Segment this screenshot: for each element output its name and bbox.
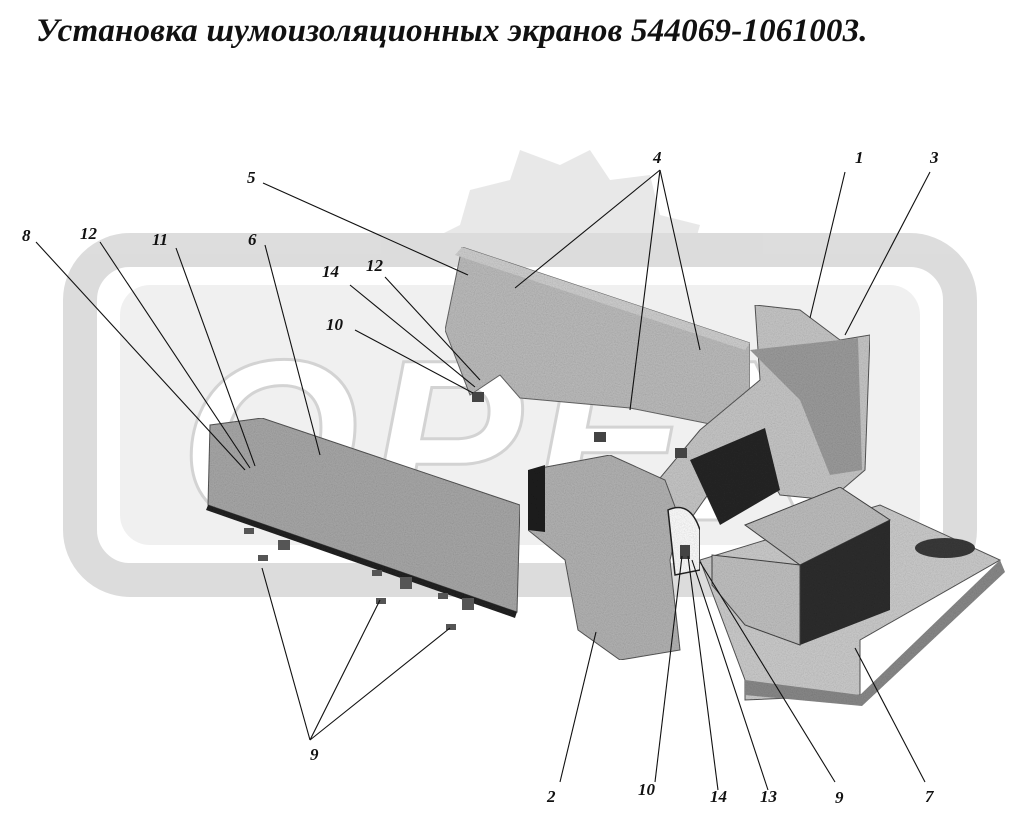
leader-8 bbox=[35, 241, 246, 471]
leader-4c bbox=[659, 169, 701, 351]
callout-4: 4 bbox=[652, 148, 662, 167]
leader-5 bbox=[262, 182, 469, 276]
part-7-floor-screen bbox=[699, 486, 1005, 706]
leader-10b bbox=[654, 555, 683, 783]
watermark-frame bbox=[63, 233, 977, 597]
callout-labels: 4 1 3 5 14 12 10 8 12 11 6 9 2 10 14 13 … bbox=[22, 148, 939, 807]
callout-9-right: 9 bbox=[835, 788, 844, 807]
leader-14b bbox=[687, 555, 719, 791]
callout-6: 6 bbox=[248, 230, 257, 249]
callout-8: 8 bbox=[22, 226, 31, 245]
callout-10-lower: 10 bbox=[638, 780, 656, 799]
callout-11: 11 bbox=[152, 230, 168, 249]
callout-5: 5 bbox=[247, 168, 256, 187]
callout-14-lower: 14 bbox=[710, 787, 727, 806]
leader-10a bbox=[354, 329, 474, 394]
callout-3: 3 bbox=[929, 148, 939, 167]
leader-lines bbox=[35, 169, 931, 791]
leader-7 bbox=[854, 647, 926, 783]
fastener-cluster-center bbox=[472, 392, 690, 559]
callout-9-left: 9 bbox=[310, 745, 319, 764]
diagram-title: Установка шумоизоляционных экранов 54406… bbox=[36, 13, 868, 49]
part-9-fastener-set-left bbox=[244, 528, 474, 630]
leader-9d bbox=[699, 561, 836, 783]
leader-2 bbox=[559, 631, 597, 783]
leader-4a bbox=[514, 169, 661, 289]
leader-12a bbox=[384, 276, 481, 381]
callout-2: 2 bbox=[546, 787, 556, 806]
leader-12b bbox=[691, 559, 769, 791]
leader-13 bbox=[99, 241, 251, 469]
part-1-3-front-tunnel-screen bbox=[659, 304, 871, 525]
callout-14-upper: 14 bbox=[322, 262, 339, 281]
callout-10-upper: 10 bbox=[326, 315, 344, 334]
part-2-lower-tunnel-screen bbox=[527, 454, 701, 661]
leader-1 bbox=[809, 171, 846, 319]
leader-6 bbox=[264, 244, 321, 456]
leader-9b bbox=[309, 599, 381, 741]
leader-4b bbox=[629, 169, 661, 411]
leader-3 bbox=[844, 171, 931, 336]
callout-1: 1 bbox=[855, 148, 864, 167]
callout-13: 12 bbox=[80, 224, 98, 243]
leader-14a bbox=[349, 284, 476, 388]
part-6-left-side-screen bbox=[206, 417, 521, 618]
callout-12-lower: 13 bbox=[760, 787, 778, 806]
callout-12-upper: 12 bbox=[366, 256, 384, 275]
leader-9a bbox=[261, 567, 311, 741]
leader-9c bbox=[309, 627, 451, 741]
leader-11 bbox=[175, 247, 256, 467]
callout-7: 7 bbox=[925, 787, 935, 806]
